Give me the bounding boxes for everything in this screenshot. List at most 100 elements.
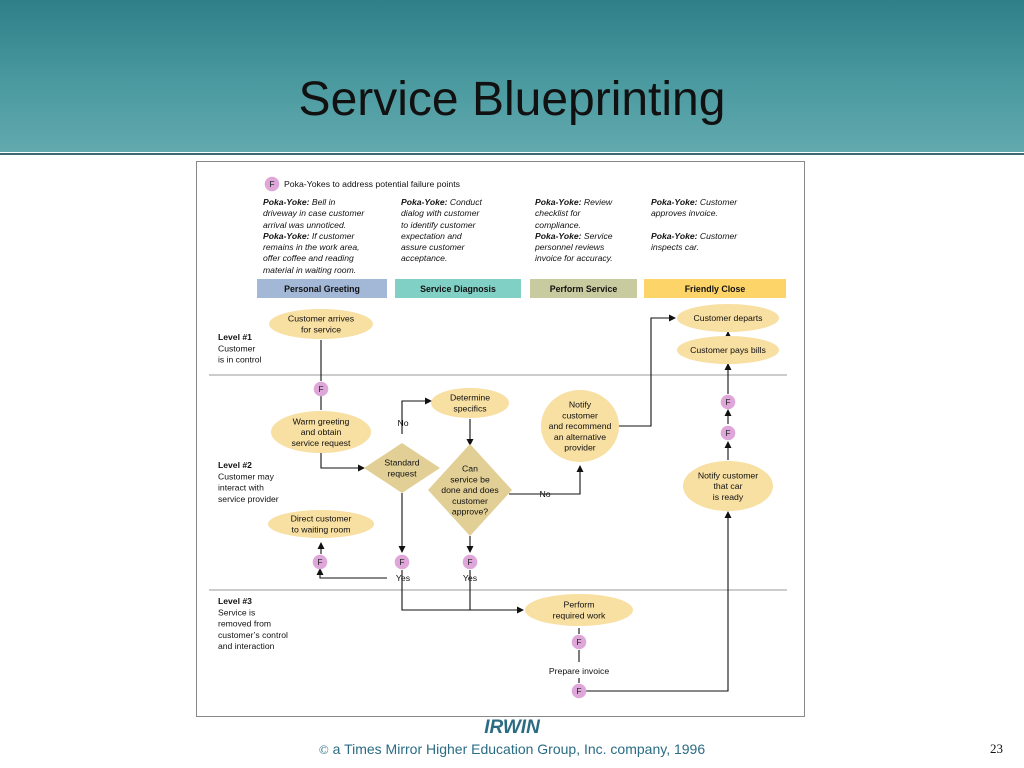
level-1-description: is in control	[218, 355, 262, 365]
poka-yoke-text: compliance.	[535, 219, 581, 230]
poka-marker-close-lower	[720, 425, 736, 441]
poka-yoke-note-line: acceptance.	[401, 253, 533, 264]
stage-label-4: Friendly Close	[685, 284, 746, 294]
poka-yoke-text: invoice for accuracy.	[535, 253, 613, 264]
level-3-description: Service is	[218, 607, 255, 617]
edge-label-yes-right: Yes	[463, 573, 478, 583]
poka-yoke-text: approves invoice.	[651, 208, 718, 219]
poka-yoke-text: If customer	[309, 230, 355, 241]
poka-yoke-note-line: invoice for accuracy.	[535, 253, 667, 264]
slide-title: Service Blueprinting	[298, 73, 726, 126]
legend-text: Poka-Yokes to address potential failure …	[284, 179, 461, 189]
poka-yoke-note-line: offer coffee and reading	[263, 253, 395, 264]
level-3-description: and interaction	[218, 641, 275, 651]
node-customer-departs	[677, 304, 779, 332]
poka-marker-waiting-letter: F	[317, 557, 322, 567]
poka-marker-perform	[571, 634, 587, 650]
blueprint-diagram: F Poka-Yokes to address potential failure…	[209, 176, 787, 699]
poka-marker-can-yes	[462, 554, 478, 570]
edge-yes-to-waiting-marker	[316, 568, 387, 579]
node-standard-request	[364, 443, 440, 493]
node-determine-specifics	[431, 388, 509, 418]
poka-yoke-text: Customer	[697, 197, 738, 207]
node-notify-car-ready	[683, 461, 773, 511]
poka-yoke-note-line: expectation and	[401, 231, 533, 242]
copyright-symbol: ©	[318, 742, 329, 757]
poka-yoke-text: offer coffee and reading	[263, 253, 354, 264]
service-blueprint-figure: F Poka-Yokes to address potential failure…	[196, 161, 805, 717]
node-can-service-be-done	[428, 444, 512, 536]
poka-yoke-note-line: driveway in case customer	[263, 208, 395, 219]
level-2-description: Customer may	[218, 471, 275, 481]
level-1-description: Customer	[218, 343, 255, 353]
node-direct-customer	[268, 510, 374, 538]
node-customer-pays-bills-label: Customer pays bills	[690, 345, 766, 355]
poka-marker-perform-letter: F	[576, 637, 581, 647]
poka-yoke-text: arrival was unnoticed.	[263, 219, 347, 230]
stage-bar-3	[530, 279, 637, 298]
poka-yoke-text: remains in the work area,	[263, 242, 360, 253]
edge-label-no-right: No	[539, 489, 550, 499]
poka-yoke-note-line: to identify customer	[401, 220, 533, 231]
stage-label-1: Personal Greeting	[284, 284, 360, 294]
poka-marker-invoice-letter: F	[576, 686, 581, 696]
node-prepare-invoice: Prepare invoice	[549, 666, 610, 676]
poka-yoke-note-line: arrival was unnoticed.	[263, 220, 395, 231]
copyright-line: © a Times Mirror Higher Education Group,…	[0, 741, 1024, 758]
poka-yoke-text: personnel reviews	[535, 242, 605, 253]
poka-yoke-note-line: Poka-Yoke: Customer	[651, 231, 783, 242]
edge-standard-no-to-determine	[401, 397, 432, 434]
poka-yoke-text: Customer	[697, 230, 738, 241]
node-customer-arrives	[269, 309, 373, 339]
poka-yoke-text: Conduct	[447, 197, 482, 207]
poka-yoke-note-line: Poka-Yoke: If customer	[263, 231, 395, 242]
node-perform-required-work	[525, 594, 633, 626]
poka-yoke-note-line: Poka-Yoke: Customer	[651, 197, 783, 208]
poka-yoke-note-line: Poka-Yoke: Conduct	[401, 197, 533, 208]
node-customer-pays-bills	[677, 336, 779, 364]
level-2-description: service provider	[218, 494, 279, 504]
poka-yoke-note-line: approves invoice.	[651, 208, 783, 219]
node-warm-greeting	[271, 411, 371, 453]
poka-yoke-note-line: inspects car.	[651, 242, 783, 253]
poka-yoke-text: driveway in case customer	[263, 208, 365, 219]
edge-greeting-to-standard	[320, 453, 365, 472]
copyright-text: Times Mirror Higher Education Group, Inc…	[344, 741, 706, 757]
level-3-description: customer’s control	[218, 630, 288, 640]
poka-yoke-keyword: Poka-Yoke:	[535, 197, 582, 207]
stage-label-3: Perform Service	[550, 284, 618, 294]
stage-bar-4	[644, 279, 786, 298]
poka-yoke-note-line: assure customer	[401, 242, 533, 253]
edge-invoice-to-notify-ready	[586, 511, 732, 692]
poka-yoke-text: checklist for	[535, 208, 581, 219]
poka-marker-close-upper-letter: F	[725, 397, 730, 407]
poka-marker-standard-yes-letter: F	[399, 557, 404, 567]
poka-yoke-keyword: Poka-Yoke:	[535, 230, 582, 241]
edge-yes-to-perform	[401, 570, 524, 614]
poka-marker-invoice	[571, 683, 587, 699]
poka-yoke-text: to identify customer	[401, 219, 476, 230]
copyright-prefix: a	[332, 741, 341, 757]
legend-poka-marker-letter: F	[269, 179, 274, 189]
edge-notify-to-departs	[618, 314, 676, 427]
poka-yoke-note-line: Poka-Yoke: Bell in	[263, 197, 395, 208]
poka-marker-close-lower-letter: F	[725, 428, 730, 438]
poka-marker-standard-yes	[394, 554, 410, 570]
poka-yoke-text: Review	[581, 197, 613, 207]
edge-can-no-to-notify	[509, 465, 584, 495]
poka-yoke-keyword: Poka-Yoke:	[263, 197, 310, 207]
header-divider	[0, 153, 1024, 155]
level-1-title: Level #1	[218, 332, 252, 342]
edge-label-yes-left: Yes	[396, 573, 411, 583]
poka-yoke-keyword: Poka-Yoke:	[651, 230, 698, 241]
level-3-description: removed from	[218, 619, 271, 629]
